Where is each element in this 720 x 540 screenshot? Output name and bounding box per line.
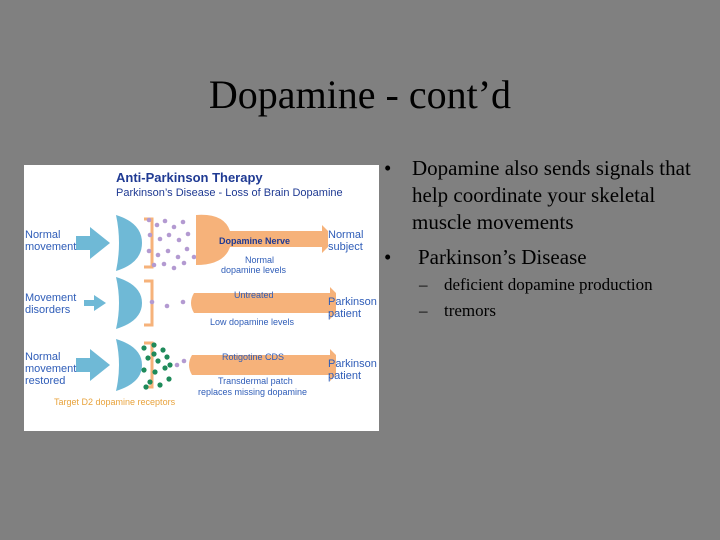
arrow-left-icon [76, 227, 110, 259]
right-label-1b: subject [328, 241, 363, 253]
left-label-2a: Movement [25, 292, 76, 304]
subbullet-marker: – [419, 275, 428, 294]
arrow-left-icon [76, 349, 110, 381]
bullet-list: • Dopamine also sends signals that help … [381, 155, 716, 321]
receptor-shape [116, 215, 142, 271]
arrow-left-icon [84, 295, 106, 311]
figure-illustration: Anti-Parkinson Therapy Parkinson’s Disea… [25, 170, 377, 407]
slide-title: Dopamine - cont’d [208, 72, 512, 117]
row-untreated: Untreated Low dopamine levels Movement d… [25, 277, 377, 329]
dopamine-dots [146, 217, 197, 271]
row-normal: Dopamine Nerve Normal dopamine levels No… [25, 214, 363, 275]
figure-footer: Target D2 dopamine receptors [54, 397, 176, 407]
untreated-nerve [191, 287, 336, 319]
right-label-3b: patient [328, 370, 361, 382]
under-label-1a: Normal [245, 255, 274, 265]
rotigotine-dots [141, 342, 173, 390]
subbullet-text: deficient dopamine production [444, 275, 653, 294]
receptor-shape [116, 339, 142, 391]
figure-title: Anti-Parkinson Therapy [116, 170, 263, 185]
rotigotine-nerve [189, 349, 336, 381]
right-label-1a: Normal [328, 229, 363, 241]
under-label-1b: dopamine levels [221, 265, 287, 275]
bullet-item: • Parkinson’s Disease [381, 244, 716, 271]
bullet-item: • Dopamine also sends signals that help … [381, 155, 716, 236]
under-label-2: Low dopamine levels [210, 317, 295, 327]
bullet-text: Dopamine also sends signals that help co… [412, 156, 691, 234]
figure-subtitle: Parkinson’s Disease - Loss of Brain Dopa… [116, 187, 343, 199]
left-label-3b: movement [25, 363, 76, 375]
left-label-2b: disorders [25, 304, 71, 316]
right-label-3a: Parkinson [328, 358, 377, 370]
nerve-label-1: Dopamine Nerve [219, 236, 290, 246]
right-label-2b: patient [328, 308, 361, 320]
receptor-edge [144, 217, 154, 269]
subbullet-item: – deficient dopamine production [381, 275, 716, 295]
bullet-marker: • [384, 245, 392, 269]
left-label-1b: movement [25, 241, 76, 253]
dopamine-nerve [196, 214, 328, 265]
bullet-marker: • [384, 156, 392, 180]
left-label-3a: Normal [25, 351, 60, 363]
receptor-shape [116, 277, 142, 329]
left-label-3c: restored [25, 375, 65, 387]
subbullet-item: – tremors [381, 301, 716, 321]
nerve-label-2: Untreated [234, 290, 274, 300]
under-label-3b: replaces missing dopamine [198, 387, 307, 397]
anti-parkinson-figure: Anti-Parkinson Therapy Parkinson’s Disea… [24, 165, 379, 431]
left-label-1a: Normal [25, 229, 60, 241]
under-label-3a: Transdermal patch [218, 376, 293, 386]
subbullet-text: tremors [444, 301, 496, 320]
dopamine-dots [174, 358, 187, 368]
bullet-text: Parkinson’s Disease [418, 245, 587, 269]
dopamine-dots [149, 299, 186, 309]
row-rotigotine: Rotigotine CDS Transdermal patch replace… [25, 339, 377, 397]
nerve-label-3: Rotigotine CDS [222, 352, 284, 362]
right-label-2a: Parkinson [328, 296, 377, 308]
subbullet-marker: – [419, 301, 428, 320]
